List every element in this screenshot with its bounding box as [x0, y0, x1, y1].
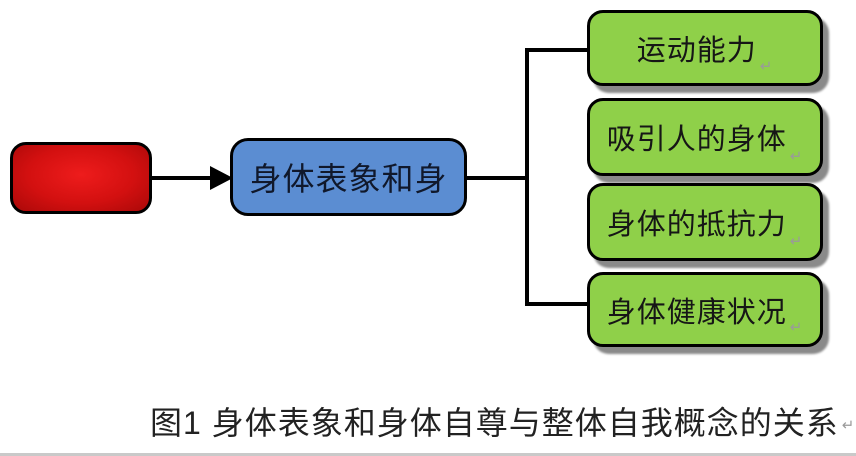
- page-bottom-edge: [0, 453, 856, 456]
- leaf-node-health-status: 身体健康状况 ↵: [587, 272, 823, 347]
- leaf-node-label: 身体健康状况: [606, 296, 787, 329]
- figure-caption: 图1 身体表象和身体自尊与整体自我概念的关系↵: [150, 398, 854, 444]
- leaf-node-label: 身体的抵抗力: [606, 209, 787, 241]
- branch-bottom-connector: [525, 302, 590, 306]
- branch-top-connector: [525, 48, 590, 52]
- figure-caption-text: 图1 身体表象和身体自尊与整体自我概念的关系: [150, 405, 839, 441]
- arrowhead-icon: [210, 166, 233, 190]
- paragraph-mark-icon: ↵: [759, 58, 774, 75]
- paragraph-mark-icon: ↵: [789, 319, 804, 336]
- center-node: 身体表象和身: [230, 138, 467, 216]
- leaf-node-label: 吸引人的身体: [606, 124, 787, 156]
- trunk-connector: [525, 48, 529, 306]
- paragraph-mark-icon: ↵: [789, 233, 804, 250]
- paragraph-mark-icon: ↵: [789, 148, 804, 165]
- leaf-node-label: 运动能力: [636, 35, 757, 67]
- center-to-trunk-connector: [464, 176, 528, 180]
- root-to-center-connector: [150, 176, 212, 180]
- paragraph-mark-icon: ↵: [841, 417, 856, 434]
- leaf-node-athletic-ability: 运动能力 ↵: [587, 10, 823, 86]
- leaf-node-attractive-body: 吸引人的身体 ↵: [587, 98, 823, 176]
- center-node-label: 身体表象和身: [249, 161, 448, 197]
- root-node: [10, 142, 152, 214]
- leaf-node-body-resistance: 身体的抵抗力 ↵: [587, 183, 823, 261]
